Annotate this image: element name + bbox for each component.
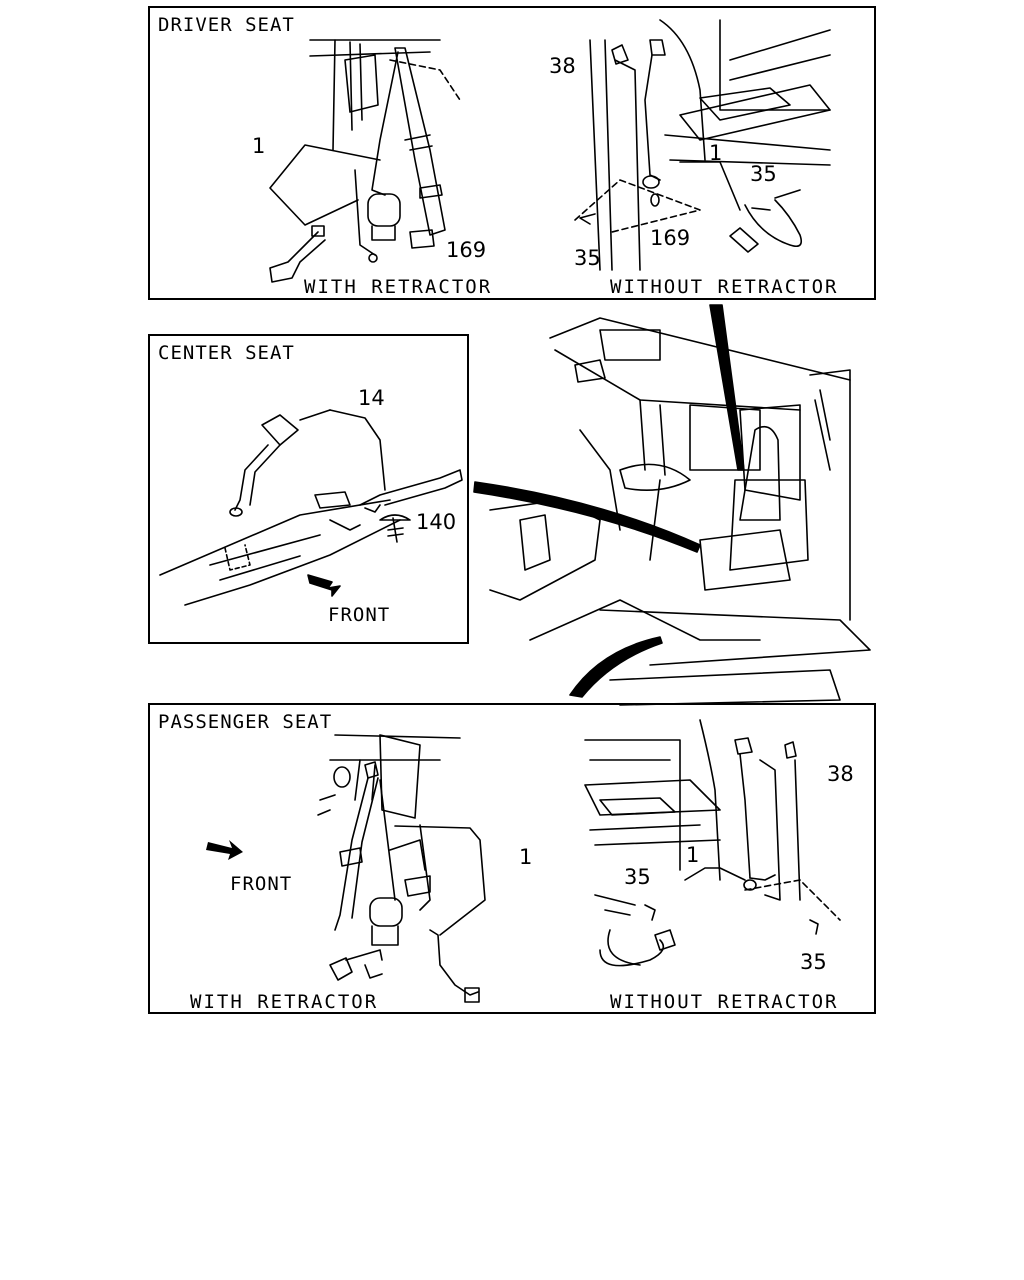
callout-driver-ring-with-retractor: 169 <box>446 238 487 262</box>
caption-with-retractor: WITH RETRACTOR <box>304 276 493 298</box>
caption-without-retractor: WITHOUT RETRACTOR <box>610 276 839 298</box>
driver-with-retractor-illustration <box>269 39 461 283</box>
callout-center-clip: 140 <box>416 510 457 534</box>
cab-interior-illustration <box>473 304 871 706</box>
callout-driver-bolt-buckle: 35 <box>750 162 777 186</box>
front-label: FRONT <box>328 604 391 626</box>
callout-driver-belt-with-retractor: 1 <box>252 134 266 158</box>
caption-without-retractor: WITHOUT RETRACTOR <box>610 991 839 1013</box>
driver-seat-panel: DRIVER SEAT WITH RETRACTOR WITHOUT RETRA… <box>148 6 876 300</box>
callout-driver-belt-without-retractor: 1 <box>709 141 723 165</box>
front-label: FRONT <box>230 873 293 895</box>
callout-driver-bolt-anchor: 35 <box>574 246 601 270</box>
caption-with-retractor: WITH RETRACTOR <box>190 991 379 1013</box>
callout-passenger-belt-with-retractor: 1 <box>519 845 533 869</box>
callout-center-belt: 14 <box>358 386 385 410</box>
driver-without-retractor-illustration <box>574 19 831 271</box>
center-seat-panel: CENTER SEAT FRONT <box>148 334 469 644</box>
center-seat-illustration <box>159 409 463 606</box>
callout-passenger-bolt-anchor: 35 <box>800 950 827 974</box>
passenger-without-retractor-illustration <box>584 719 841 967</box>
passenger-with-retractor-illustration <box>317 734 486 1003</box>
panel-title: DRIVER SEAT <box>158 14 295 36</box>
passenger-seat-panel: PASSENGER SEAT FRONT WITH RETRACTOR WITH… <box>148 703 876 1014</box>
callout-passenger-bolt-buckle: 35 <box>624 865 651 889</box>
callout-passenger-belt-without-retractor: 1 <box>686 843 700 867</box>
panel-title: CENTER SEAT <box>158 342 295 364</box>
panel-title: PASSENGER SEAT <box>158 711 333 733</box>
callout-driver-anchor-cover: 38 <box>549 54 576 78</box>
callout-driver-ring-without-retractor: 169 <box>650 226 691 250</box>
callout-passenger-anchor-cover: 38 <box>827 762 854 786</box>
